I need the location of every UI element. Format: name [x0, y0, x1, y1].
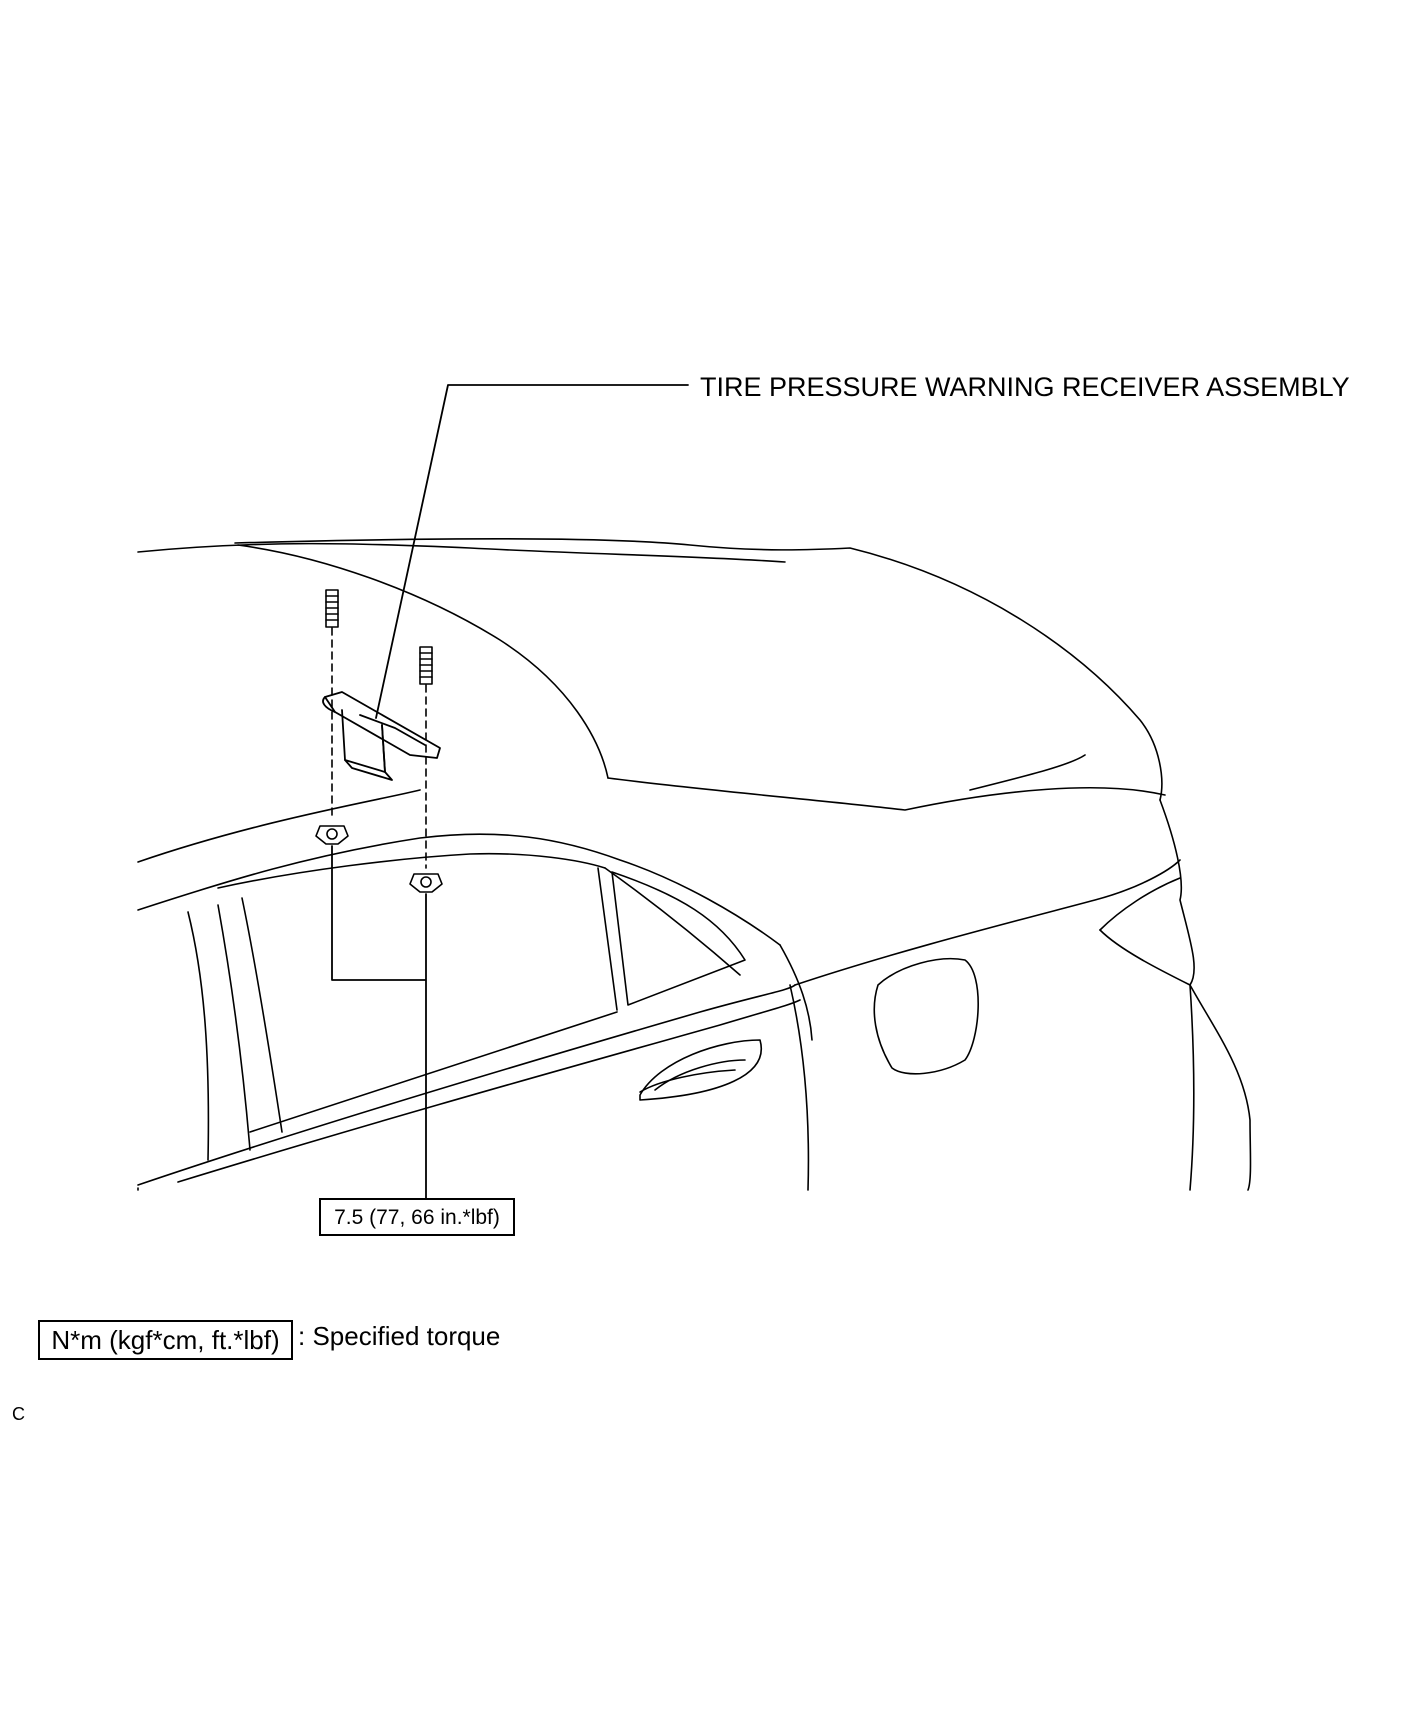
beltline — [137, 984, 796, 1186]
torque-leader-line — [331, 845, 427, 1199]
part-label: TIRE PRESSURE WARNING RECEIVER ASSEMBLY — [700, 372, 1350, 402]
nut-left — [315, 825, 349, 845]
torque-callout: 7.5 (77, 66 in.*lbf) — [319, 1198, 515, 1236]
door-window-bottom — [249, 1011, 618, 1133]
roof-outline — [137, 542, 786, 563]
part-leader-line — [375, 384, 689, 719]
door-handle-inner — [654, 1059, 746, 1091]
fuel-lid — [873, 957, 979, 1075]
window-top-frame — [137, 833, 781, 946]
rear-bumper-inner — [1189, 984, 1195, 1191]
torque-legend-description: : Specified torque — [298, 1321, 501, 1351]
rear-window-top — [237, 544, 609, 779]
rear-bumper — [1189, 984, 1252, 1191]
rear-quarter-glass — [611, 871, 746, 1006]
corner-code: C — [12, 1404, 25, 1424]
door-window-front-edge — [241, 897, 283, 1133]
door-rear-edge — [789, 984, 810, 1191]
stud-left — [325, 589, 339, 628]
trunk-contour — [234, 537, 1163, 801]
tail-light-lower — [1099, 877, 1181, 931]
c-pillar — [604, 867, 741, 976]
torque-unit-legend-box: N*m (kgf*cm, ft.*lbf) — [38, 1320, 293, 1360]
tail-light-upper — [1099, 799, 1195, 986]
beltline-lower — [177, 999, 801, 1183]
quarter-panel — [794, 859, 1181, 986]
nut-right — [409, 873, 443, 893]
deck-line — [969, 754, 1086, 791]
receiver-assembly — [322, 691, 441, 781]
window-top-frame-inner — [217, 852, 606, 889]
b-pillar-line-2 — [217, 904, 251, 1151]
trunk-edge — [607, 777, 1166, 811]
door-handle-recess — [639, 1069, 736, 1093]
beltline-top — [137, 789, 421, 863]
door-window-rear-edge — [597, 867, 618, 1011]
door-handle-outer — [639, 1039, 763, 1101]
b-pillar-line-1 — [187, 911, 210, 1161]
rear-pillar-outline — [779, 944, 813, 1041]
stud-right — [419, 646, 433, 685]
